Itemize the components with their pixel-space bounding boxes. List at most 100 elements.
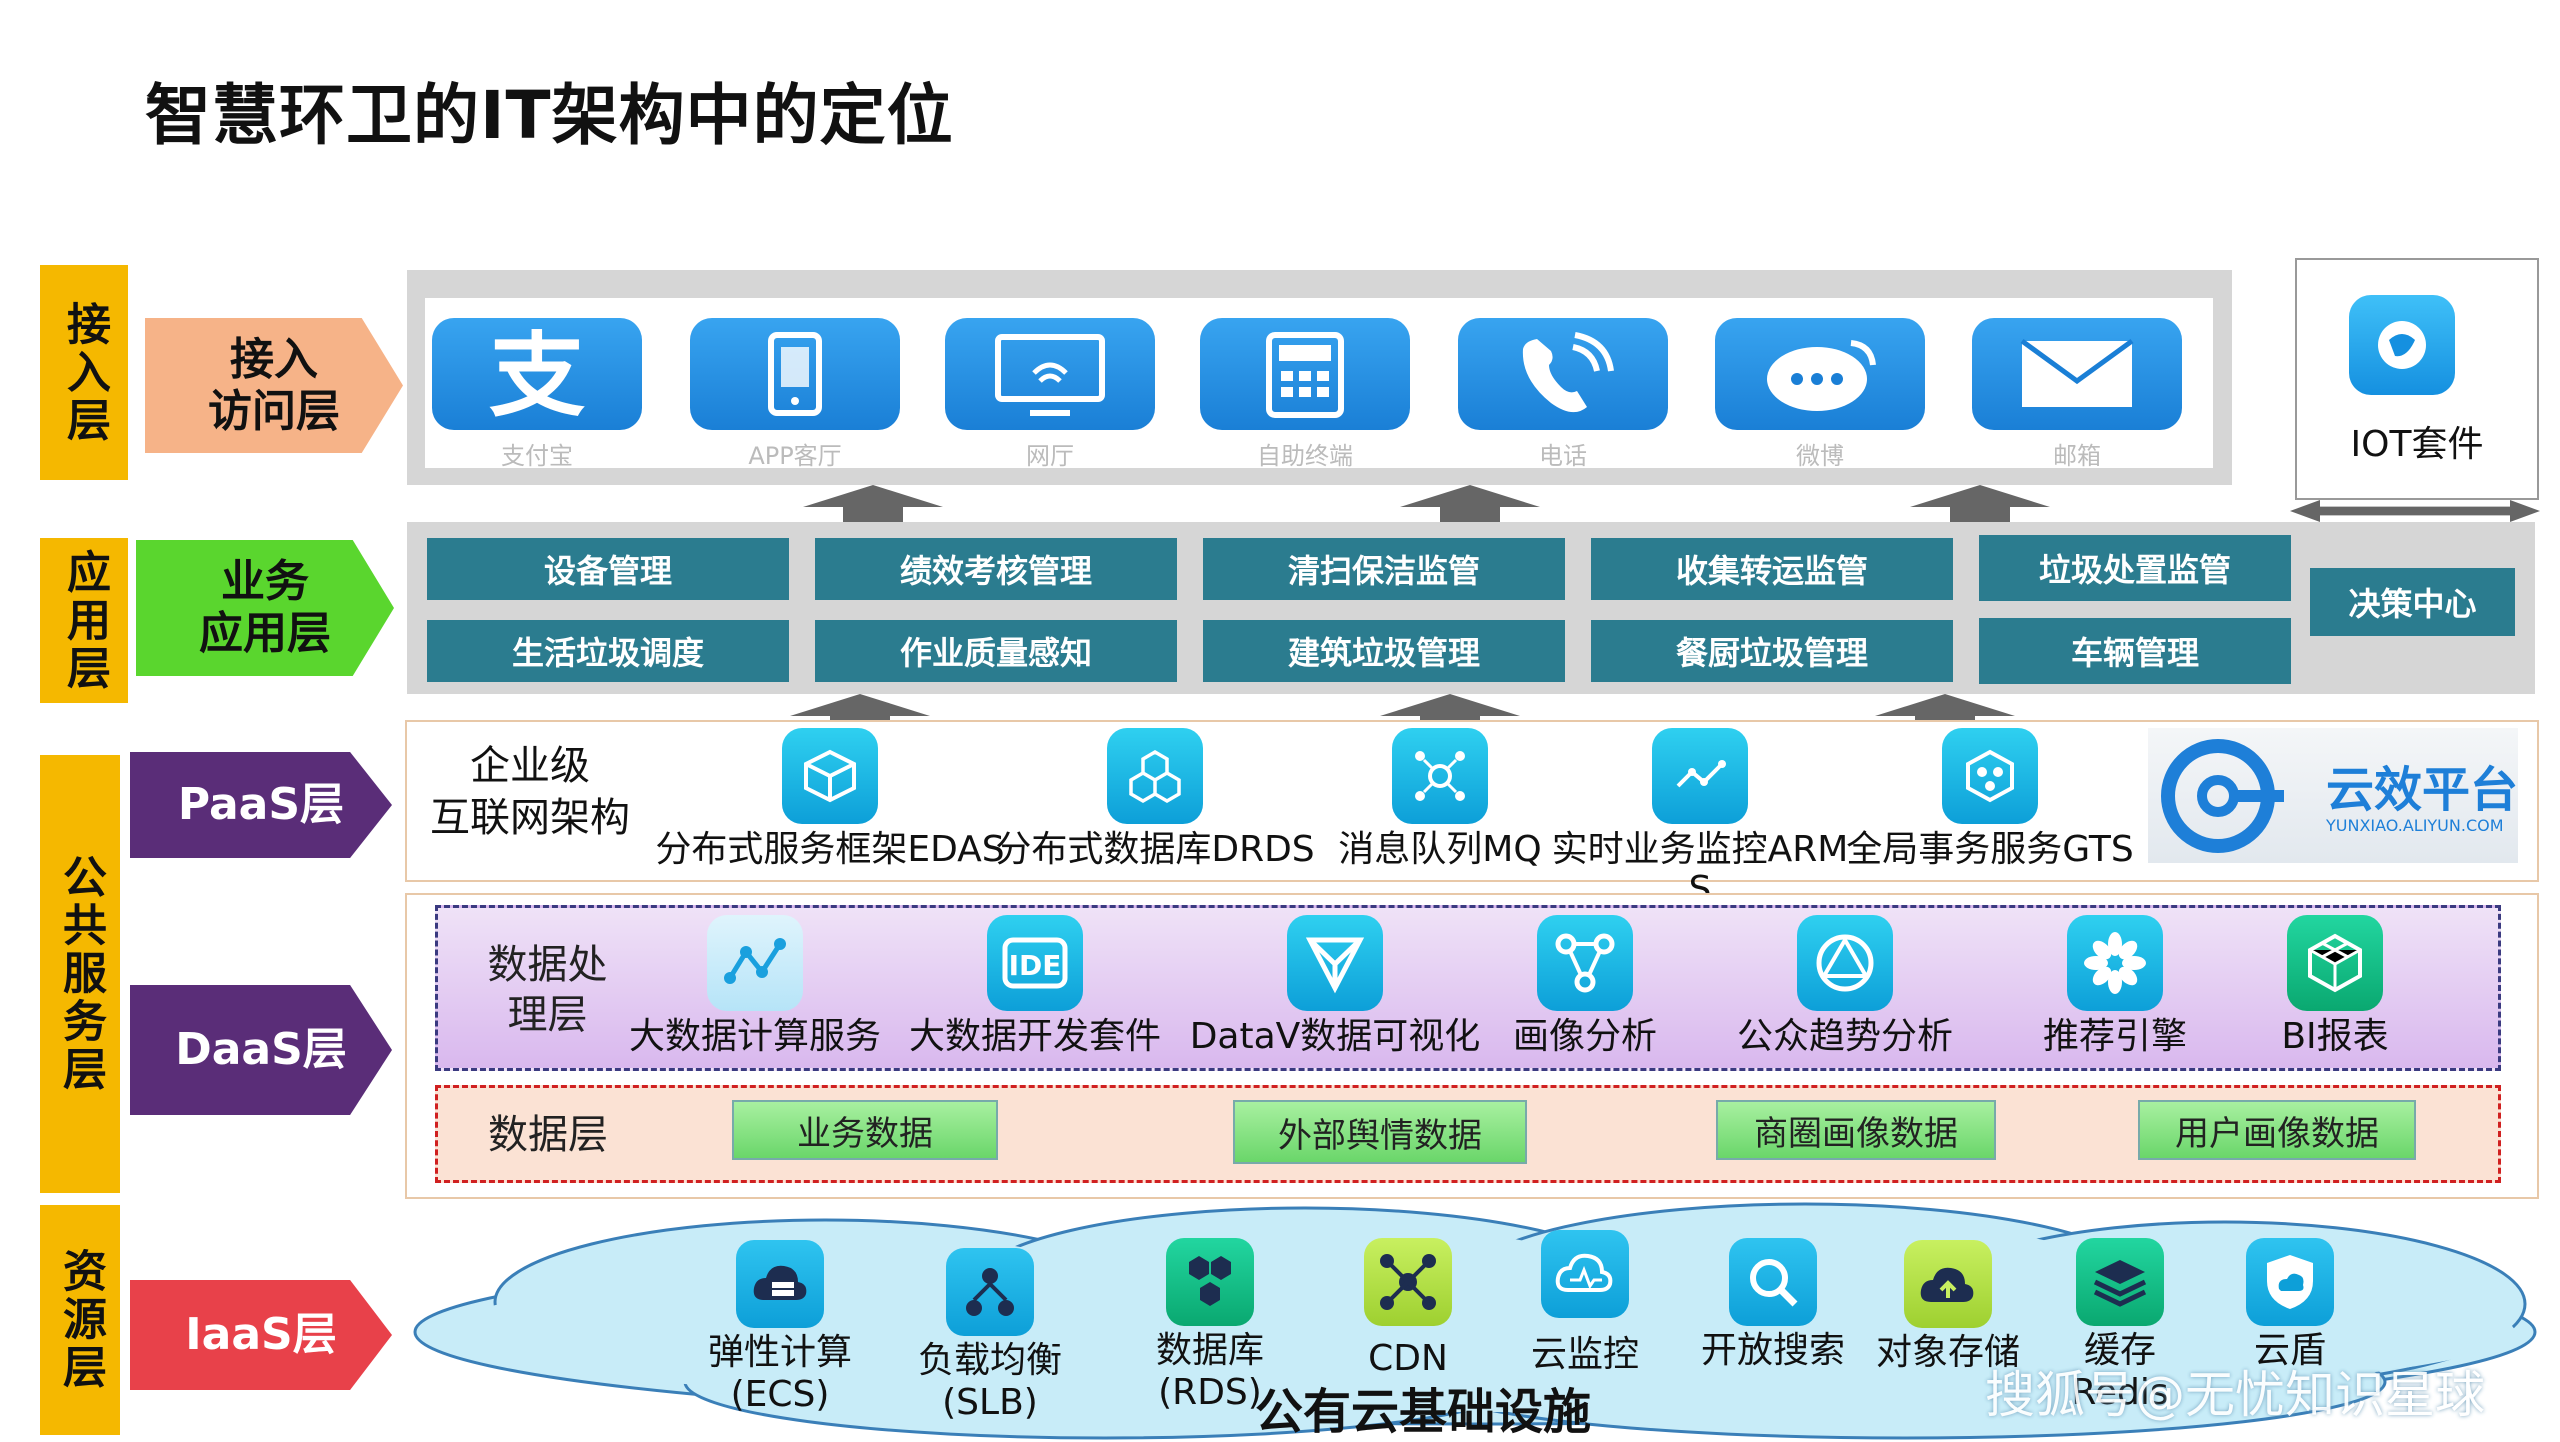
iaas-label: 数据库 (RDS) (1155, 1330, 1264, 1413)
module-vehicle[interactable]: 车辆管理 (1979, 618, 2291, 684)
database-hex-icon (1166, 1238, 1254, 1326)
daas-maxcompute[interactable]: 大数据计算服务 (620, 915, 890, 1057)
triangle-circle-icon (1797, 915, 1893, 1011)
ide-icon: IDE (987, 915, 1083, 1011)
iaas-rds[interactable]: 数据库 (RDS) (1120, 1238, 1300, 1414)
iaas-object-storage[interactable]: 对象存储 (1858, 1240, 2038, 1374)
page-title: 智慧环卫的IT架构中的定位 (145, 77, 954, 154)
module-construction-waste[interactable]: 建筑垃圾管理 (1203, 620, 1565, 682)
monitor-icon (945, 318, 1155, 430)
search-icon (1729, 1238, 1817, 1326)
hexagon-cluster-icon (1107, 728, 1203, 824)
module-decision-center[interactable]: 决策中心 (2310, 568, 2515, 636)
service-gts[interactable]: 全局事务服务GTS (1830, 728, 2150, 870)
daas-datav[interactable]: DataV数据可视化 (1190, 915, 1480, 1057)
iaas-label: CDN (1368, 1338, 1448, 1379)
daas-public-trend[interactable]: 公众趋势分析 (1710, 915, 1980, 1057)
channel-label: APP客厅 (748, 442, 842, 470)
bidirectional-arrow (2290, 500, 2540, 522)
layer-public-label: 公共服务层 (55, 854, 106, 1094)
channel-label: 电话 (1539, 442, 1587, 470)
share-nodes-icon (1537, 915, 1633, 1011)
module-disposal[interactable]: 垃圾处置监管 (1979, 535, 2291, 601)
iaas-cloud-shield[interactable]: 云盾 (2200, 1238, 2380, 1372)
data-public-opinion[interactable]: 外部舆情数据 (1233, 1100, 1527, 1164)
layer-resource-label: 资源层 (55, 1248, 106, 1392)
processing-heading: 数据处 理层 (487, 942, 608, 1038)
daas-label: DataV数据可视化 (1189, 1016, 1481, 1057)
service-mq[interactable]: 消息队列MQ (1330, 728, 1550, 870)
layer-app-bar: 应用层 (40, 538, 128, 703)
service-arms[interactable]: 实时业务监控ARM S (1545, 728, 1855, 910)
iaas-label: 云盾 (2253, 1330, 2326, 1371)
daas-label: 大数据计算服务 (628, 1016, 881, 1057)
service-label: 分布式服务框架EDAS (655, 829, 1005, 870)
daas-label: 公众趋势分析 (1736, 1016, 1953, 1057)
module-kitchen-waste[interactable]: 餐厨垃圾管理 (1591, 620, 1953, 682)
channel-atm[interactable]: 自助终端 (1200, 318, 1410, 470)
module-dispatch[interactable]: 生活垃圾调度 (427, 620, 789, 682)
watermark: 搜狐号@无忧知识星球 (1985, 1366, 2485, 1424)
cloud-shape (413, 1202, 2537, 1440)
daas-image-analysis[interactable]: 画像分析 (1500, 915, 1670, 1057)
access-layer-arrow: 接入 访问层 (145, 318, 403, 453)
iaas-ecs[interactable]: 弹性计算 (ECS) (690, 1240, 870, 1416)
atm-icon (1200, 318, 1410, 430)
service-edas[interactable]: 分布式服务框架EDAS (650, 728, 1010, 870)
layer-app-label: 应用层 (59, 548, 110, 693)
iaas-cdn[interactable]: CDN (1318, 1238, 1498, 1380)
data-heading: 数据层 (488, 1112, 608, 1158)
channel-weibo[interactable]: 微博 (1715, 318, 1925, 470)
mobile-app-icon (690, 318, 900, 430)
module-performance[interactable]: 绩效考核管理 (815, 538, 1177, 600)
iot-box[interactable]: IOT套件 (2295, 258, 2539, 500)
iaas-label: 对象存储 (1875, 1332, 2020, 1373)
daas-ide[interactable]: IDE 大数据开发套件 (900, 915, 1170, 1057)
channel-label: 邮箱 (2053, 442, 2101, 470)
layer-public-bar: 公共服务层 (40, 755, 120, 1193)
iaas-layer-arrow: IaaS层 (130, 1280, 392, 1390)
data-business-district[interactable]: 商圈画像数据 (1716, 1100, 1996, 1160)
channel-app[interactable]: APP客厅 (690, 318, 900, 470)
platform-url: YUNXIAO.ALIYUN.COM (2326, 816, 2504, 835)
module-transfer[interactable]: 收集转运监管 (1591, 538, 1953, 600)
module-cleaning[interactable]: 清扫保洁监管 (1203, 538, 1565, 600)
layer-resource-bar: 资源层 (40, 1205, 120, 1435)
flower-icon (2067, 915, 2163, 1011)
channel-label: 自助终端 (1257, 442, 1353, 470)
channel-web[interactable]: 网厅 (945, 318, 1155, 470)
business-layer-arrow: 业务 应用层 (136, 540, 394, 676)
cloud-upload-icon (1904, 1240, 1992, 1328)
iaas-label: 弹性计算 (ECS) (707, 1332, 852, 1415)
monitoring-line-icon (1652, 728, 1748, 824)
module-device-management[interactable]: 设备管理 (427, 538, 789, 600)
channel-label: 微博 (1796, 442, 1844, 470)
iaas-open-search[interactable]: 开放搜索 (1683, 1238, 1863, 1372)
load-balancer-icon (946, 1248, 1034, 1336)
iaas-label: 开放搜索 (1700, 1330, 1845, 1371)
daas-bi-report[interactable]: BI报表 (2250, 915, 2420, 1057)
iaas-redis[interactable]: 缓存 Redis (2030, 1238, 2210, 1414)
data-user-profile[interactable]: 用户画像数据 (2138, 1100, 2416, 1160)
iaas-cloud-monitor[interactable]: 云监控 (1495, 1230, 1675, 1376)
channel-phone[interactable]: 电话 (1458, 318, 1668, 470)
graph-nodes-icon (707, 915, 803, 1011)
channel-email[interactable]: 邮箱 (1972, 318, 2182, 470)
data-business[interactable]: 业务数据 (732, 1100, 998, 1160)
iaas-label: 负载均衡 (SLB) (917, 1340, 1062, 1423)
yunxiao-logo: 云效平台 YUNXIAO.ALIYUN.COM (2148, 728, 2518, 863)
service-drds[interactable]: 分布式数据库DRDS (995, 728, 1315, 870)
module-quality[interactable]: 作业质量感知 (815, 620, 1177, 682)
channel-alipay[interactable]: 支 支付宝 (432, 318, 642, 470)
layer-access-label: 接入层 (59, 300, 110, 445)
daas-label: BI报表 (2281, 1016, 2389, 1057)
service-label: 全局事务服务GTS (1846, 829, 2134, 870)
infrastructure-label: 公有云基础设施 (1255, 1384, 1592, 1440)
paas-heading: 企业级 互联网架构 (430, 743, 630, 841)
cube-icon (782, 728, 878, 824)
iaas-slb[interactable]: 负载均衡 (SLB) (900, 1248, 1080, 1424)
envelope-icon (1972, 318, 2182, 430)
daas-recommendation[interactable]: 推荐引擎 (2030, 915, 2200, 1057)
service-label: 分布式数据库DRDS (995, 829, 1315, 870)
svg-text:支: 支 (489, 329, 585, 419)
